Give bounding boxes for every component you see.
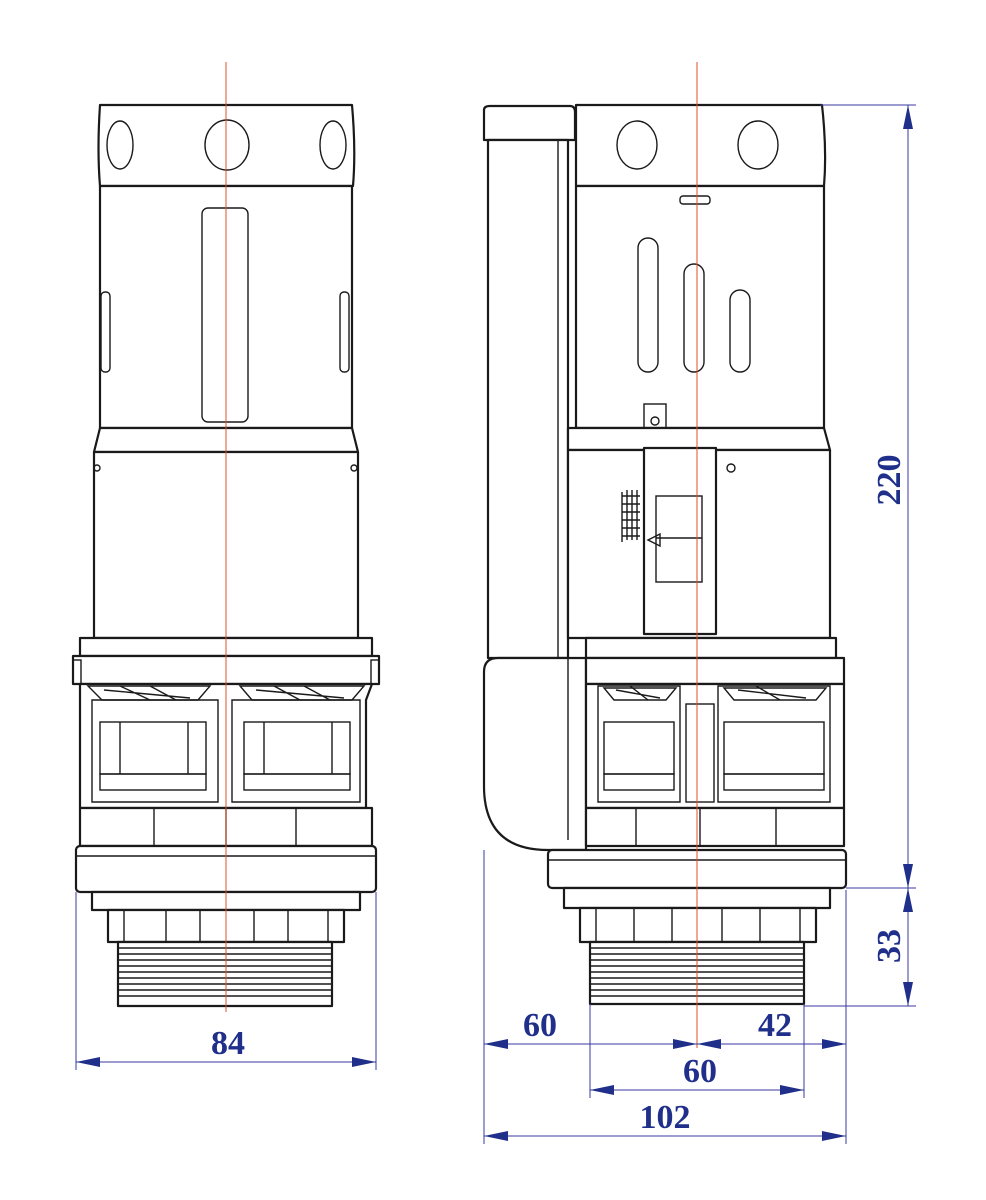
side-teeth <box>578 906 818 944</box>
side-lever-column <box>486 138 570 660</box>
side-level-pointer <box>646 532 661 548</box>
side-collar-ring <box>584 636 838 660</box>
dim-label-thread-width: 60 <box>683 1053 717 1090</box>
side-level-window <box>655 495 703 583</box>
side-crown-hole-right <box>737 120 779 170</box>
front-side-slot-right <box>339 291 350 373</box>
dim-label-bottom-height: 33 <box>871 929 908 963</box>
side-cage-window-left <box>597 685 681 803</box>
front-clip-right <box>370 659 380 685</box>
side-pin <box>726 463 736 473</box>
side-upper-body <box>574 184 826 430</box>
front-window-slot <box>201 207 249 423</box>
side-cage-window-right <box>717 685 831 803</box>
side-lever-cap <box>482 104 577 142</box>
side-level-plate <box>642 446 718 636</box>
side-crown-hole-left <box>616 120 658 170</box>
side-cage <box>584 682 846 810</box>
dim-label-right-offset: 42 <box>758 1007 792 1044</box>
front-clip-left <box>72 659 82 685</box>
side-small-slot <box>679 195 711 205</box>
front-crown-hole-left <box>106 120 134 170</box>
dimensions: 84 60 42 60 102 220 <box>75 104 916 1144</box>
front-pin-left <box>93 464 101 472</box>
front-side-slot-left <box>100 291 111 373</box>
dim-label-left-offset: 60 <box>523 1007 557 1044</box>
front-crown-hole-right <box>319 120 347 170</box>
dim-label-total-height: 220 <box>871 455 908 506</box>
side-cage-center-post <box>685 703 715 803</box>
side-collar-lip <box>584 656 846 686</box>
front-view <box>71 62 381 1012</box>
side-slot-2 <box>683 263 705 373</box>
side-lever-boot <box>482 656 588 852</box>
dim-label-total-width: 102 <box>640 1099 691 1136</box>
side-slot-1 <box>637 237 659 373</box>
front-pin-right <box>350 464 358 472</box>
side-base-band <box>584 806 846 848</box>
side-level-scale <box>621 490 640 542</box>
side-shoulder <box>566 426 832 452</box>
side-view <box>482 62 848 1048</box>
side-crown <box>574 103 827 188</box>
side-slot-3 <box>729 289 751 373</box>
front-crown-hole-center <box>204 119 250 171</box>
dim-label-front-width: 84 <box>211 1025 245 1062</box>
